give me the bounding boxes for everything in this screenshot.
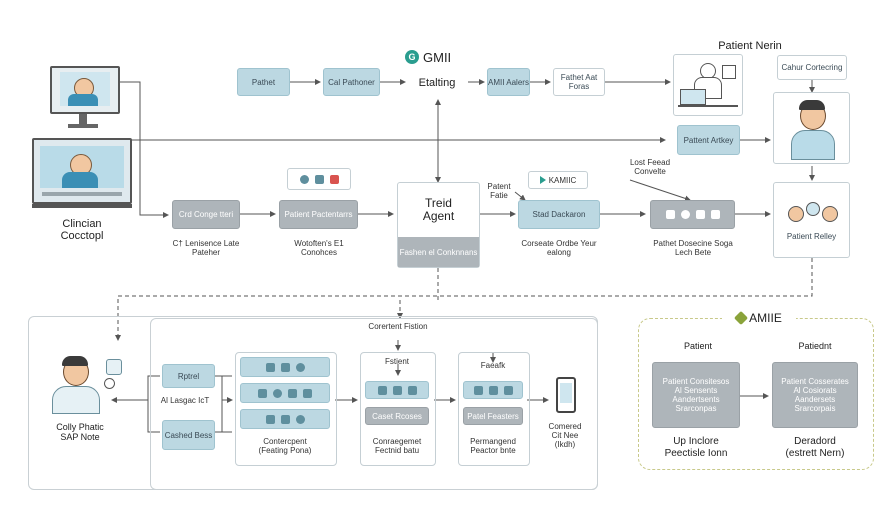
amiie-logo-icon	[734, 310, 749, 326]
al-label: Al Lasgac IcT	[160, 396, 210, 405]
alert-icon	[329, 174, 339, 184]
col2-top-label: Fstient	[384, 357, 409, 366]
patient-relley-card[interactable]: Patient Relley	[773, 182, 850, 258]
list-icon	[710, 210, 720, 219]
patient-fatie-label: Patent Fatie	[487, 182, 511, 200]
people-icon	[392, 385, 402, 395]
pattent-node[interactable]: Patient Pactentarrs	[279, 200, 358, 229]
patient-node[interactable]: Pathet	[237, 68, 290, 96]
bag-icon	[503, 385, 513, 395]
cashed-node[interactable]: Cashed Bess	[162, 420, 215, 450]
feature-1b[interactable]	[240, 383, 330, 403]
grid-icon	[488, 385, 498, 395]
clinician-monitor-main	[32, 138, 132, 210]
amiie-left-box[interactable]: Patient Consitesos Al Sensents Aandertse…	[652, 362, 740, 428]
etalting-label: Etalting	[418, 77, 456, 89]
refresh-icon[interactable]	[106, 359, 122, 375]
people-icon	[280, 414, 290, 424]
patient-portrait-card	[773, 92, 850, 164]
lost-feead-label: Lost Feead Convelte	[629, 158, 671, 176]
info-icon	[104, 378, 115, 389]
chart-icon	[377, 385, 387, 395]
card-icon	[473, 385, 483, 395]
colly-avatar	[48, 354, 104, 414]
feature-2b[interactable]: Caset Rcoses	[365, 407, 429, 425]
card-icon	[665, 210, 675, 219]
rptrel-node[interactable]: Rptrel	[162, 364, 215, 388]
play-icon	[539, 176, 546, 184]
pathet-icons-node[interactable]	[650, 200, 735, 229]
col1-caption: Contercpent(Feating Pona)	[258, 437, 312, 455]
bottom-inner-panel	[150, 318, 598, 490]
feature-1c[interactable]	[240, 409, 330, 429]
patient-nerin-illustration	[673, 54, 743, 116]
amiie-left-title: Patient	[683, 341, 713, 351]
kamiic-badge: KAMIIC	[528, 171, 588, 189]
pattent-artkey-node[interactable]: Pattent Artkey	[677, 125, 740, 155]
patient-nerin-title: Patient Nerin	[718, 40, 782, 52]
doctor-at-desk-icon	[678, 59, 738, 111]
pattent-caption: Wotoften's E1 Conohces	[294, 239, 344, 257]
feature-3b[interactable]: Patel Feasters	[463, 407, 523, 425]
pathet-caption: Pathet Dosecine Soga Lech Bete	[653, 239, 733, 257]
fathet-node[interactable]: Fathet Aat Foras	[553, 68, 605, 96]
gmii-brand: G GMII	[405, 48, 469, 66]
crd-caption: C† Lenisence Late Pateher	[172, 239, 240, 257]
pattent-icons	[287, 168, 351, 190]
cahur-cortecring-node[interactable]: Cahur Cortecring	[777, 55, 847, 80]
clock-icon	[680, 210, 690, 219]
amii-aalers-node[interactable]: AMII Aalers	[487, 68, 530, 96]
feature-2a[interactable]	[365, 381, 429, 399]
circle-icon	[299, 174, 309, 184]
card-icon	[265, 362, 275, 372]
doc-icon	[303, 388, 312, 398]
people-icon	[280, 362, 290, 372]
mail-icon	[265, 414, 275, 424]
chart-icon	[314, 174, 324, 184]
feature-1a[interactable]	[240, 357, 330, 377]
crd-node[interactable]: Crd Conge tteri	[172, 200, 240, 229]
patient-avatar-icon	[787, 98, 837, 160]
stad-node[interactable]: Stad Dackaron	[518, 200, 600, 229]
stad-caption: Corseate Ordbe Yeur ealong	[521, 239, 597, 257]
bag-icon	[407, 385, 417, 395]
amiie-right-caption: Deradord(estrett Nern)	[785, 436, 845, 459]
phone-icon	[258, 388, 267, 398]
person-avatar-icon	[48, 354, 104, 414]
chat-icon	[288, 388, 297, 398]
circle-icon	[273, 388, 282, 398]
leaf-icon	[295, 414, 305, 424]
amiie-right-title: Patiednt	[798, 341, 832, 351]
amiie-right-box[interactable]: Patient Cosserates Al Cosiorats Aanderse…	[772, 362, 858, 428]
consult-icon	[784, 200, 840, 228]
cal-pathoner-node[interactable]: Cal Pathoner	[323, 68, 380, 96]
grid-icon	[695, 210, 705, 219]
feature-column-1: Contercpent(Feating Pona)	[235, 352, 337, 466]
feature-3a[interactable]	[463, 381, 523, 399]
gmii-logo-icon: G	[405, 50, 419, 64]
col2-header: Corertent Fistion	[368, 322, 428, 331]
clinician-monitor-top	[50, 66, 120, 128]
phone-icon	[556, 377, 576, 413]
amiie-brand: AMIIE	[722, 310, 796, 326]
leaf-icon	[295, 362, 305, 372]
agent-node[interactable]: Treid Agent Fashen el Conknnans	[397, 182, 480, 268]
col3-top-label: Faeafk	[480, 361, 506, 370]
